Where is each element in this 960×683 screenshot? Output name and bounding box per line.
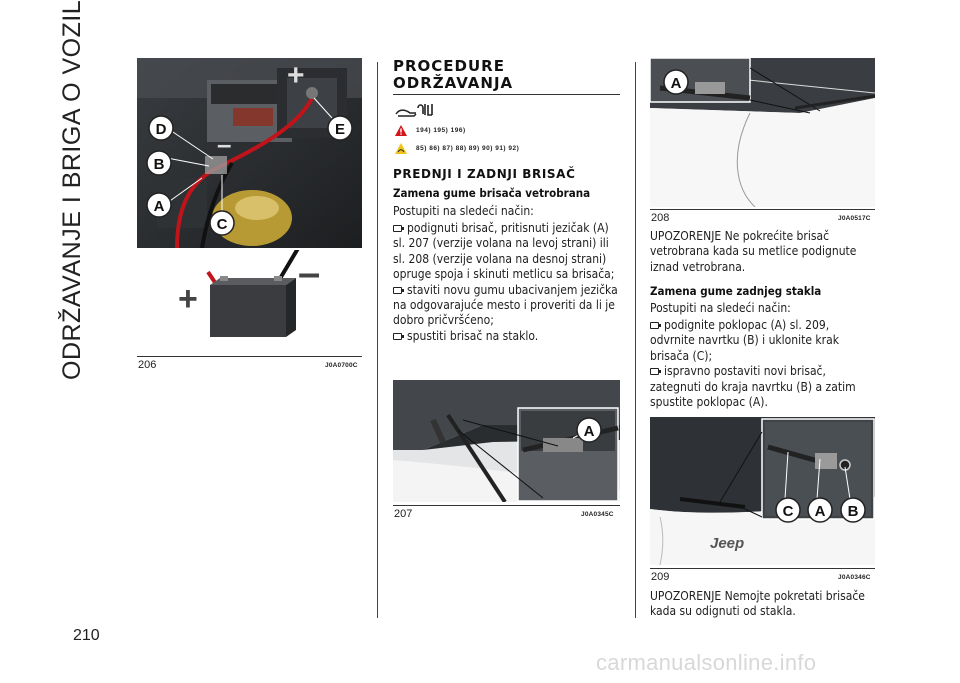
svg-text:E: E <box>335 121 345 138</box>
rear-subsection-title: Zamena gume zadnjeg stakla <box>650 284 822 298</box>
svg-text:A: A <box>154 198 165 215</box>
callout-a: A <box>146 192 172 218</box>
windscreen-subsection-title: Zamena gume brisača vetrobrana <box>393 186 591 200</box>
warning-references: 194) 195) 196) <box>416 127 466 134</box>
figure-209-caption-rule <box>650 568 875 569</box>
callout-c: C <box>209 210 235 236</box>
svg-text:Jeep: Jeep <box>710 535 744 552</box>
rear-step-list: podignite poklopac (A) sl. 209, odvrnite… <box>650 318 875 410</box>
bullet-icon <box>393 286 404 294</box>
wiper-front-right-illustration <box>650 58 875 207</box>
list-item: ispravno postaviti novi brisač, zategnut… <box>650 364 856 410</box>
svg-text:+: + <box>287 59 305 92</box>
column-divider-left <box>377 62 378 618</box>
bullet-icon <box>393 225 404 232</box>
bullet-icon <box>393 332 404 340</box>
warning-text-1: UPOZORENJE Ne pokrećite brisač vetrobran… <box>650 229 857 274</box>
figure-208-code: J0A0517C <box>838 215 871 222</box>
svg-text:C: C <box>783 503 794 520</box>
list-item: podignite poklopac (A) sl. 209, odvrnite… <box>650 318 839 363</box>
callout-a: A <box>663 69 689 95</box>
callout-b: B <box>146 150 172 176</box>
figure-208-number: 208 <box>651 212 670 224</box>
bullet-icon <box>650 322 661 329</box>
figure-207-photo <box>393 380 620 502</box>
figure-207-code: J0A0345C <box>581 511 614 518</box>
section-heading-line2: ODRŽAVANJA <box>393 74 514 92</box>
callout-a: A <box>807 497 833 523</box>
figure-209-callouts: C A B <box>775 497 866 523</box>
warning-text-2: UPOZORENJE Nemojte pokretati brisače kad… <box>650 589 865 619</box>
windscreen-intro: Postupiti na sledeći način: <box>393 204 534 218</box>
warning-triangle-red-icon <box>395 125 407 136</box>
callout-b: B <box>840 497 866 523</box>
callout-a: A <box>576 417 602 443</box>
figure-207-caption-rule <box>393 505 620 506</box>
wiper-front-left-illustration <box>393 380 620 502</box>
svg-text:–: – <box>298 251 320 295</box>
wiper-section-title: PREDNJI I ZADNJI BRISAČ <box>393 167 576 181</box>
figure-208-photo <box>650 58 875 207</box>
svg-text:B: B <box>154 156 165 173</box>
watermark: carmanualsonline.info <box>596 650 817 675</box>
figure-206-code: J0A0700C <box>325 362 358 369</box>
list-item: spustiti brisač na staklo. <box>393 329 622 344</box>
svg-text:A: A <box>815 503 826 520</box>
manual-hand-icon <box>395 104 433 117</box>
figure-208-callouts: A <box>663 69 689 95</box>
list-item: staviti novu gumu ubacivanjem jezička na… <box>393 282 618 328</box>
svg-text:B: B <box>848 503 859 520</box>
caution-references: 85) 86) 87) 88) 89) 90) 91) 92) <box>416 145 520 152</box>
svg-text:D: D <box>156 121 167 138</box>
figure-208-caption-rule <box>650 209 875 210</box>
callout-e: E <box>327 115 353 141</box>
figure-209-number: 209 <box>651 571 670 583</box>
svg-text:A: A <box>584 423 595 440</box>
list-item: podignuti brisač, pritisnuti jezičak (A)… <box>393 221 615 282</box>
figure-206-callouts: D E B A C <box>146 115 353 236</box>
column-divider-right <box>635 62 636 618</box>
callout-d: D <box>148 115 174 141</box>
svg-text:C: C <box>217 216 228 233</box>
page-number: 210 <box>73 627 100 644</box>
windscreen-step-list: podignuti brisač, pritisnuti jezičak (A)… <box>393 221 622 344</box>
figure-207-callouts: A <box>576 417 602 443</box>
caution-triangle-yellow-icon <box>395 143 407 154</box>
figure-207-number: 207 <box>394 508 413 520</box>
section-heading-line1: PROCEDURE <box>393 57 505 75</box>
rear-intro: Postupiti na sledeći način: <box>650 301 791 315</box>
figure-206-caption-rule <box>137 356 362 357</box>
figure-209-code: J0A0346C <box>838 574 871 581</box>
callout-c: C <box>775 497 801 523</box>
chapter-side-title: ODRŽAVANJE I BRIGA O VOZILU <box>58 0 86 380</box>
svg-text:+: + <box>178 280 198 318</box>
figure-206-number: 206 <box>138 359 157 371</box>
heading-rule <box>393 94 620 95</box>
battery-illustration: + – <box>178 250 320 337</box>
figure-206-engine-photo: + – <box>137 58 362 248</box>
svg-text:A: A <box>671 75 682 92</box>
bullet-icon <box>650 368 661 376</box>
engine-bay-illustration: + – <box>137 58 362 248</box>
svg-text:–: – <box>217 129 231 159</box>
